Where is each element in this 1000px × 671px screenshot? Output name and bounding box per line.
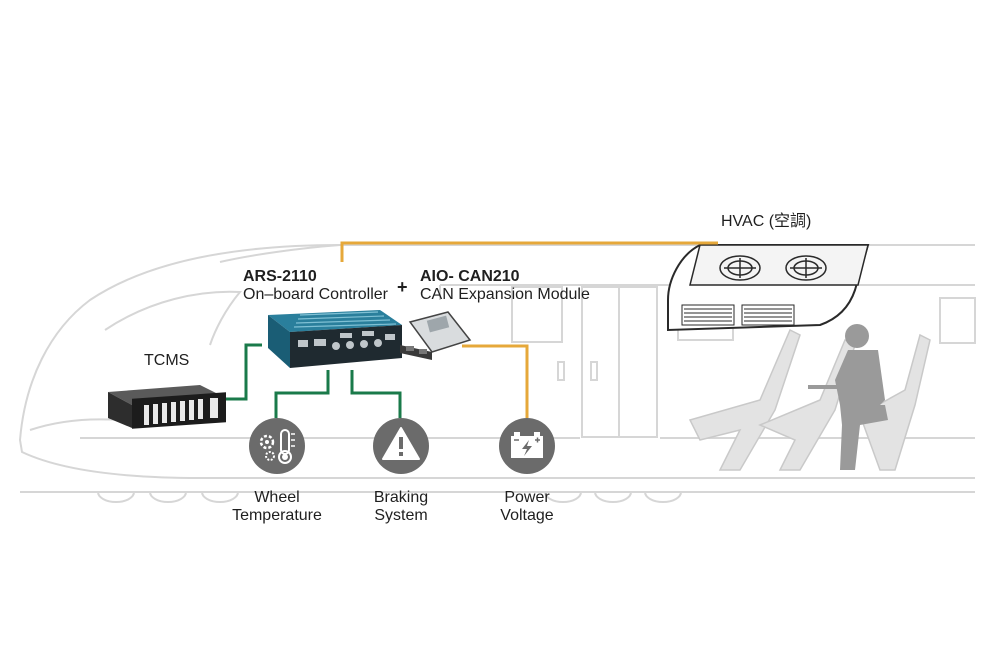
hvac-fan [785, 255, 827, 281]
ars-2110-device [268, 310, 402, 368]
hvac-unit [667, 244, 870, 332]
aio-desc-label: CAN Expansion Module [420, 286, 590, 304]
power-voltage-label: Power Voltage [487, 489, 567, 526]
aio-can210-module [400, 311, 472, 360]
hvac-label: HVAC (空調) [721, 213, 812, 230]
controller-ports [298, 331, 395, 350]
wheel-label-line1: Wheel [254, 489, 300, 506]
wheel-temperature-label: Wheel Temperature [225, 489, 329, 526]
braking-system-label: Braking System [361, 489, 441, 526]
can-ports [406, 346, 427, 354]
braking-system-icon [373, 418, 429, 474]
heatsink-fins [293, 311, 397, 328]
aio-label-group: AIO- CAN210 CAN Expansion Module [420, 268, 590, 305]
orange-links [340, 241, 718, 418]
power-voltage-icon [499, 418, 555, 474]
hvac-vent [681, 304, 795, 326]
wheel-label-line2: Temperature [232, 507, 322, 525]
link-controller-braking [350, 370, 402, 418]
wheel-temperature-icon [249, 418, 305, 474]
link-controller-hvac [340, 241, 718, 262]
power-label-line1: Power [504, 489, 550, 506]
hvac-fan [719, 255, 761, 281]
link-tcms-controller [226, 343, 262, 401]
green-links [226, 343, 402, 418]
aio-model-label: AIO- CAN210 [420, 268, 520, 285]
ars-model-label: ARS-2110 [243, 268, 317, 285]
tcms-label: TCMS [144, 352, 190, 369]
ars-label-group: ARS-2110 On–board Controller [243, 268, 388, 305]
ars-desc-label: On–board Controller [243, 286, 388, 304]
link-canmodule-power [462, 344, 529, 418]
tcms-rack [108, 385, 226, 429]
tcms-modules [144, 398, 218, 425]
seats-illustration [688, 328, 931, 471]
braking-label-line2: System [374, 507, 428, 525]
power-label-line2: Voltage [500, 507, 554, 525]
braking-label-line1: Braking [373, 489, 429, 506]
link-controller-wheel [274, 370, 330, 418]
plus-sign: + [397, 277, 408, 297]
passenger-silhouette [808, 324, 888, 470]
